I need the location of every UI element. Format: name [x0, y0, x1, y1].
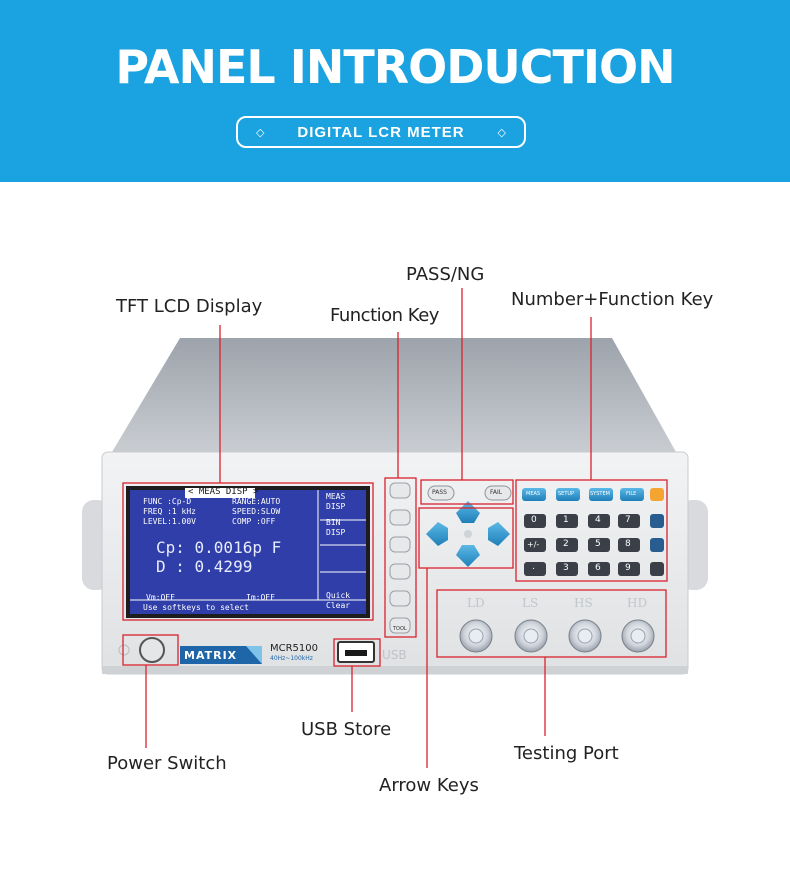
- key-7: 7: [625, 515, 631, 525]
- keypad-system-label: SYSTEM: [590, 491, 610, 497]
- port-label-hd: HD: [627, 596, 648, 610]
- keypad-file-label: FILE: [626, 491, 637, 497]
- lcd-hint: Use softkeys to select: [143, 603, 249, 612]
- lcd-range: RANGE:AUTO: [232, 497, 281, 506]
- pass-button-label: PASS: [432, 489, 447, 496]
- callout-box-arrow-keys: [418, 507, 514, 569]
- lcd-header-bar: [185, 488, 255, 498]
- subtitle-badge: ◇ DIGITAL LCR METER ◇: [236, 116, 526, 148]
- port-label-ld: LD: [467, 596, 485, 610]
- pass-button-shape: [427, 485, 455, 501]
- testing-ports: [459, 619, 655, 653]
- key-6: 6: [595, 563, 601, 573]
- key-plus-minus: +/-: [527, 540, 540, 549]
- header-banner: PANEL INTRODUCTION ◇ DIGITAL LCR METER ◇: [0, 0, 790, 182]
- keypad-setup-label: SETUP: [558, 491, 575, 497]
- lcd-softkey-meas-disp: MEAS DISP: [326, 492, 346, 511]
- lcd-screen: [130, 490, 366, 614]
- subtitle-text: DIGITAL LCR METER: [297, 123, 465, 141]
- brand-plate: [180, 646, 262, 664]
- label-pass-ng: PASS/NG: [406, 264, 485, 285]
- callout-box-power: [122, 634, 179, 666]
- label-arrow-keys: Arrow Keys: [379, 775, 479, 796]
- lcd-freq: FREQ :1 kHz: [143, 507, 196, 516]
- fail-button-shape: [484, 485, 512, 501]
- callout-box-lcd: [122, 482, 374, 621]
- label-function-key: Function Key: [330, 305, 439, 326]
- fail-button-label: FAIL: [490, 489, 503, 496]
- arrow-keys: [426, 501, 510, 567]
- key-dot: .: [532, 562, 535, 572]
- callout-box-usb: [333, 638, 381, 667]
- label-number-function-key: Number+Function Key: [511, 289, 714, 310]
- lcd-func: FUNC :Cp-D: [143, 497, 192, 506]
- port-label-ls: LS: [522, 596, 539, 610]
- key-8: 8: [625, 539, 631, 549]
- callout-box-ports: [436, 589, 667, 658]
- model-number: MCR5100: [270, 643, 319, 654]
- lcd-primary-reading: Cp: 0.0016p F: [156, 538, 282, 557]
- lcd-header: < MEAS DISP >: [188, 487, 259, 497]
- key-2: 2: [563, 539, 569, 549]
- number-keypad: [522, 488, 664, 576]
- key-0: 0: [531, 515, 537, 525]
- keypad-meas-label: MEAS: [526, 491, 541, 497]
- callout-box-function-keys: [384, 477, 417, 638]
- label-tft-lcd: TFT LCD Display: [116, 296, 263, 317]
- bottom-trim: [102, 666, 688, 674]
- port-label-hs: HS: [574, 596, 593, 610]
- label-power-switch: Power Switch: [107, 753, 227, 774]
- diamond-icon: ◇: [497, 126, 506, 139]
- usb-port-label: USB: [382, 648, 407, 662]
- callout-box-pass-ng: [420, 479, 514, 505]
- lcd-level: LEVEL:1.00V: [143, 517, 196, 526]
- lcd-im: Im:OFF: [246, 593, 275, 602]
- key-4: 4: [595, 515, 601, 525]
- tool-button-label: TOOL: [393, 626, 407, 632]
- key-3: 3: [563, 563, 569, 573]
- page-title: PANEL INTRODUCTION: [115, 40, 675, 94]
- diamond-icon: ◇: [256, 126, 265, 139]
- brand-logo: MATRIX: [184, 649, 238, 662]
- lcd-speed: SPEED:SLOW: [232, 507, 281, 516]
- lcd-softkey-quick-clear: Quick Clear: [326, 591, 351, 610]
- power-switch-shape: [139, 637, 165, 663]
- top-cover: [112, 338, 676, 452]
- model-range: 40Hz~100kHz: [270, 655, 313, 662]
- lcd-secondary-reading: D : 0.4299: [156, 557, 253, 576]
- lcd-vm: Vm:OFF: [146, 593, 175, 602]
- key-9: 9: [625, 563, 631, 573]
- label-usb-store: USB Store: [301, 719, 392, 740]
- key-1: 1: [563, 515, 569, 525]
- function-keys: [389, 482, 411, 634]
- key-5: 5: [595, 539, 601, 549]
- lcd-softkey-bin-disp: BIN DISP: [326, 518, 346, 537]
- lcd-comp: COMP :OFF: [232, 517, 276, 526]
- label-testing-port: Testing Port: [514, 743, 619, 764]
